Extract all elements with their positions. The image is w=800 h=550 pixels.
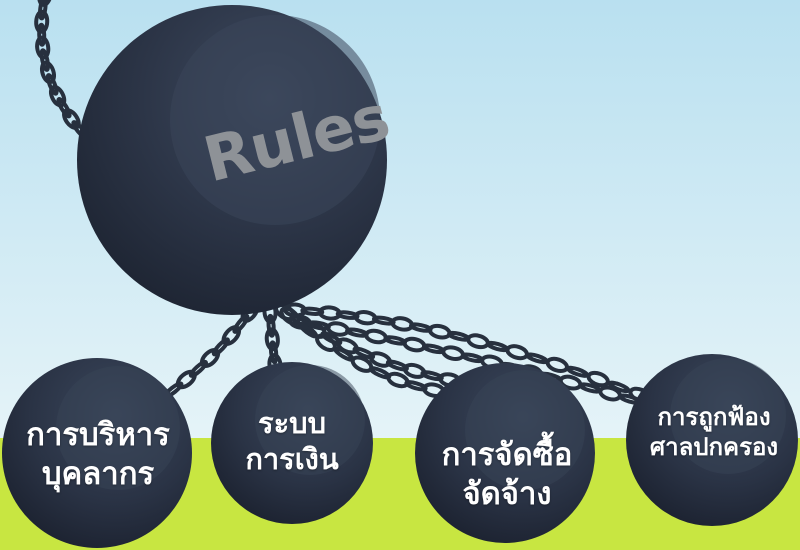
- chain-link: [264, 327, 280, 352]
- ball-label-administrative-court-line1: การถูกฟ้อง: [657, 403, 771, 431]
- chain-link: [39, 48, 51, 72]
- main-ball: [77, 5, 387, 315]
- chain-link: [188, 359, 208, 378]
- ball-finance: [211, 362, 373, 524]
- chain-link: [279, 306, 301, 326]
- ball-label-personnel-line1: การบริหาร: [26, 417, 170, 453]
- ball-label-administrative-court-line2: ศาลปกครอง: [649, 433, 779, 461]
- ball-label-personnel: การบริหาร บุคลากร: [10, 416, 186, 494]
- chain-link: [48, 84, 67, 108]
- ball-label-personnel-line2: บุคลากร: [41, 455, 155, 492]
- chain-to-court: [283, 302, 652, 404]
- chain-link: [268, 340, 279, 365]
- ball-label-finance-line1: ระบบ: [258, 406, 326, 440]
- chain-link: [56, 97, 72, 119]
- ball-label-administrative-court: การถูกฟ้อง ศาลปกครอง: [634, 402, 794, 462]
- chain-link: [37, 22, 47, 47]
- chain-link: [266, 313, 276, 338]
- ball-administrative-court: [626, 354, 798, 526]
- chain-link: [35, 35, 51, 60]
- chain-link: [211, 337, 231, 357]
- ball-label-procurement-line2: จัดจ้าง: [462, 475, 552, 512]
- chain-link: [297, 321, 319, 339]
- chain-link: [232, 313, 250, 334]
- chain-link: [586, 370, 610, 388]
- chain-link: [39, 60, 57, 85]
- chain-top: [34, 0, 89, 140]
- ball-label-finance: ระบบ การเงิน: [230, 405, 354, 478]
- ball-label-procurement: การจัดซื้อ จัดจ้าง: [425, 436, 589, 514]
- ball-label-procurement-line1: การจัดซื้อ: [441, 437, 573, 473]
- chain-link: [62, 108, 81, 130]
- chain-link: [352, 346, 376, 360]
- ball-label-finance-line2: การเงิน: [245, 442, 339, 477]
- chain-link: [300, 306, 325, 316]
- chain-link: [34, 9, 50, 34]
- chain-link: [38, 0, 48, 21]
- ball-personnel: [2, 358, 192, 548]
- ball-procurement: [415, 363, 595, 543]
- chain-link: [37, 0, 53, 7]
- chain-link: [45, 73, 59, 96]
